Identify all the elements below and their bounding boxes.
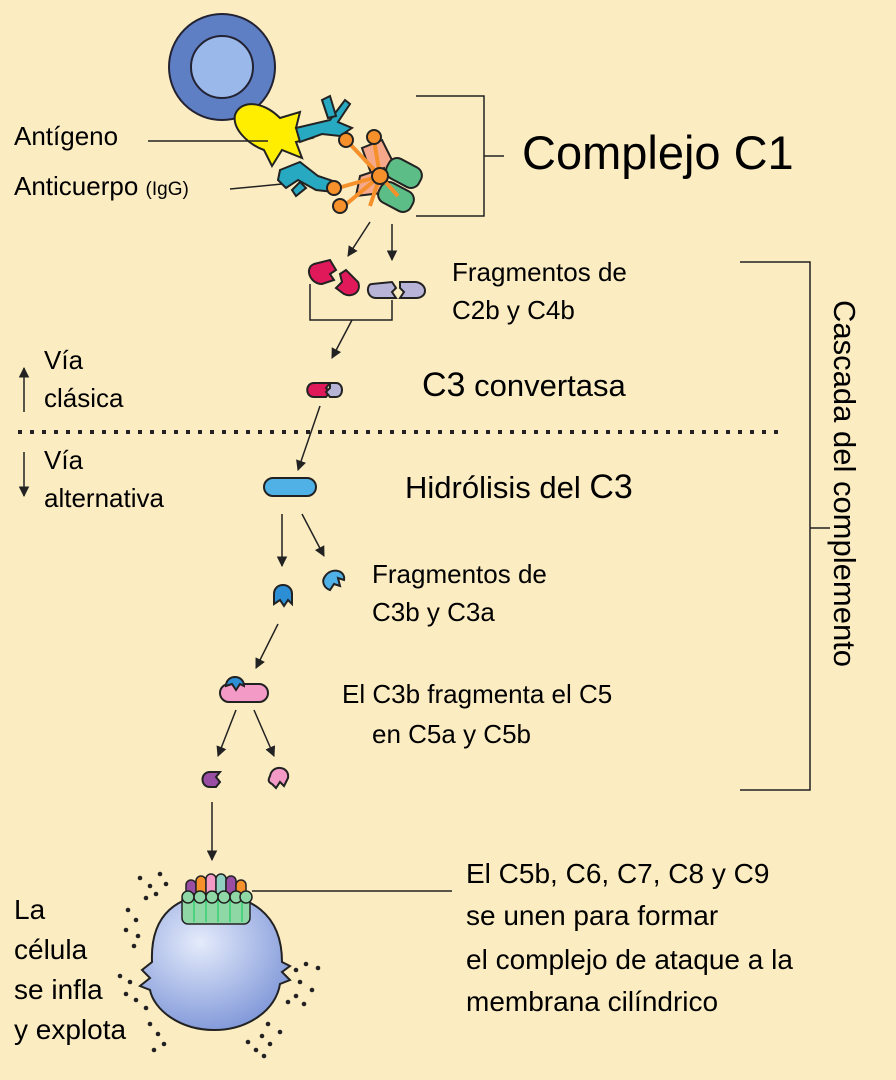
fragments-c2b-c4b-line2: C2b y C4b	[452, 295, 575, 325]
cascade-bracket	[740, 261, 830, 791]
mac-line4: membrana cilíndrico	[466, 986, 719, 1017]
membrane-attack-complex	[181, 873, 253, 925]
c5b-fragment-shape	[201, 771, 223, 788]
c1-complex-shape	[326, 129, 423, 214]
c3-shape	[263, 477, 317, 497]
c3-hydrolysis-label: Hidrólisis del C3	[405, 466, 633, 509]
antibody-shapes	[276, 94, 355, 198]
c3-convertase-rest: convertasa	[474, 368, 626, 403]
c1-complex-label: Complejo C1	[522, 126, 794, 179]
leaking-contents	[117, 871, 321, 1059]
c3b-fragment-shape	[273, 584, 293, 608]
antigen-shape	[233, 103, 315, 169]
classical-pathway-line2: clásica	[44, 383, 124, 413]
alternative-pathway-line2: alternativa	[44, 483, 164, 513]
cell-line2: célula	[14, 934, 88, 965]
mac-line3: el complejo de ataque a la	[466, 944, 793, 975]
complement-cascade-label: Cascada del complemento	[827, 300, 862, 668]
c5-with-c3b-shape	[219, 676, 269, 703]
c3-hydrolysis-c3: C3	[589, 468, 633, 506]
b-cell	[168, 13, 276, 121]
arrow-to-c3	[296, 405, 321, 471]
c3-convertase-shape	[306, 382, 343, 398]
c3-convertase-prefix: C3	[422, 366, 466, 404]
c1-bracket	[416, 95, 504, 217]
c5-cleavage-line1: El C3b fragmenta el C5	[342, 679, 613, 709]
antibody-pointer	[229, 183, 283, 190]
fragments-c2b-c4b-line1: Fragmentos de	[452, 257, 627, 287]
arrow-to-c5	[255, 623, 279, 669]
fragments-join-bracket	[309, 284, 393, 321]
c5-cleavage-line2: en C5a y C5b	[372, 719, 531, 749]
arrow-c3-to-c3a	[301, 513, 325, 557]
c3-convertase-label: C3 convertasa	[422, 364, 626, 407]
antibody-type: (IgG)	[145, 179, 189, 200]
c3-hydrolysis-prefix: Hidrólisis del	[405, 470, 581, 505]
cell-line4: y explota	[14, 1014, 127, 1045]
mac-line1: El C5b, C6, C7, C8 y C9	[466, 858, 770, 889]
fragments-c3b-c3a-line2: C3b y C3a	[372, 597, 495, 627]
c4-fragments	[366, 280, 426, 299]
antigen-label: Antígeno	[14, 121, 119, 151]
c2-fragments	[307, 258, 360, 297]
mac-line2: se unen para formar	[466, 900, 719, 931]
c5a-fragment-shape	[267, 767, 290, 790]
fragments-c3b-c3a-line1: Fragmentos de	[372, 559, 547, 589]
arrow-c5-to-c5b	[216, 709, 237, 757]
classical-pathway-line1: Vía	[44, 345, 84, 375]
c3a-fragment-shape	[322, 569, 346, 592]
cell-line1: La	[14, 894, 46, 925]
arrow-c1-to-c2	[347, 221, 371, 257]
antibody-name: Anticuerpo	[14, 171, 139, 201]
antibody-label: Anticuerpo (IgG)	[14, 170, 189, 203]
arrow-to-c3-convertase	[331, 319, 353, 359]
alternative-pathway-line1: Vía	[44, 445, 84, 475]
cell-line3: se infla	[14, 974, 103, 1005]
arrow-c5-to-c5a	[253, 709, 276, 757]
